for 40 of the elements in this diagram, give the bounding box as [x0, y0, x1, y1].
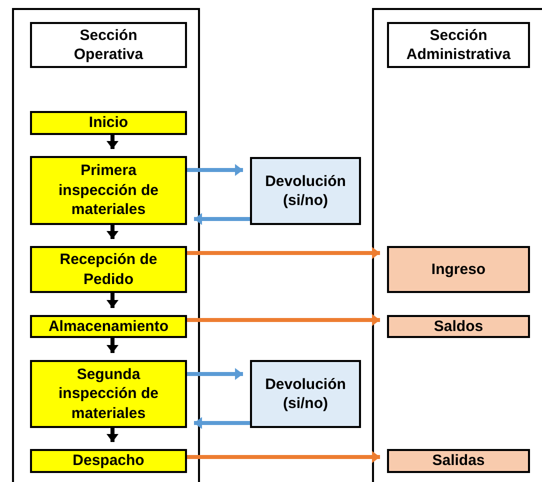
decision-box [250, 157, 361, 225]
process-box [30, 315, 187, 338]
node-text: Sección Operativa [72, 26, 144, 64]
record-box [387, 449, 530, 473]
decision-box [250, 360, 361, 428]
node-text: Devolución (si/no) [264, 374, 347, 414]
arrow [106, 428, 118, 442]
lane-header [387, 22, 530, 68]
arrow [106, 293, 118, 308]
process-box [30, 246, 187, 293]
node-text: Ingreso [431, 260, 486, 280]
node-text: Primera inspección de materiales [57, 161, 160, 220]
node-text: Salidas [432, 451, 485, 471]
arrow [194, 213, 250, 225]
process-box [30, 111, 187, 135]
arrow [187, 247, 380, 259]
process-box [30, 156, 187, 225]
arrow [187, 164, 243, 176]
swimlane [12, 8, 200, 482]
process-box [30, 449, 187, 473]
node-text: Despacho [72, 451, 144, 471]
node-text: Almacenamiento [48, 316, 169, 336]
arrow [106, 338, 118, 353]
node-text: Saldos [434, 316, 484, 336]
record-box [387, 246, 530, 293]
node-text: Inicio [88, 113, 128, 133]
arrow [187, 368, 243, 380]
lane-header [30, 22, 187, 68]
swimlane [372, 8, 542, 482]
arrow [106, 225, 118, 239]
node-text: Recepción de Pedido [58, 250, 158, 289]
node-text: Segunda inspección de materiales [57, 364, 160, 424]
arrow [106, 135, 118, 149]
arrow [187, 451, 380, 463]
node-text: Sección Administrativa [405, 26, 512, 64]
arrow [187, 314, 380, 326]
process-box [30, 360, 187, 428]
node-text: Devolución (si/no) [264, 172, 347, 210]
record-box [387, 315, 530, 338]
arrow [194, 417, 250, 429]
